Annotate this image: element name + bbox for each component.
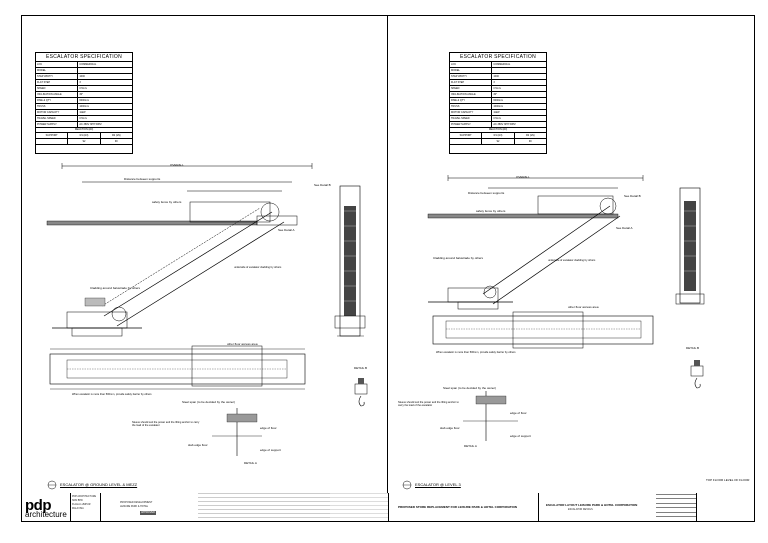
detail-b-label: DETAIL B (354, 366, 368, 370)
notes-text: Sleeve should suit the power and the lif… (398, 401, 459, 407)
detail-a-label: DETAIL A (244, 461, 257, 465)
pdp-logo: pdp (25, 497, 52, 514)
edge-floor-label: edge of floor (510, 411, 527, 415)
escalator-drawing-right (402, 175, 705, 490)
other-floor-label: other floor access area (227, 342, 258, 346)
overall-dim-label: OVERALL (516, 175, 530, 179)
see-detail-a-label: See Detail A (616, 226, 633, 230)
spec-table-title: ESCALATOR SPECIFICATION (450, 53, 546, 62)
logo-cell: pdp architecture (22, 493, 71, 521)
between-supports-label: Distance between supports (468, 191, 505, 195)
notes-cell (330, 493, 389, 521)
other-floor-label: other floor access area (568, 305, 599, 309)
sheet-number-cell (696, 493, 753, 521)
drawing-title: ESCALATOR LAYOUT LEISURE PARK & HOTEL CO… (546, 503, 638, 507)
see-detail-b-label: See Detail B (314, 183, 331, 187)
reaction-header: REACTION (kN) (36, 128, 132, 133)
between-supports-label: Distance between supports (124, 177, 161, 181)
project-cell: PROPOSED DEVELOPMENT LEISURE PARK & HOTE… (100, 493, 199, 521)
when-span-label: When escalator is more than 500mm, provi… (436, 351, 516, 354)
underside-label: underside of escalator cladding by other… (548, 259, 596, 262)
steel-span-label: Steel span (to be decided by the owner) (443, 386, 497, 390)
revision-cell-2 (242, 493, 287, 521)
approved-stamp: APPROVED (140, 511, 156, 515)
detail-b-label: DETAIL B (686, 346, 700, 350)
title-block: pdp architecture PDP ARCHITECTURE SDN BH… (21, 493, 755, 522)
see-detail-a-label: See Detail A (278, 228, 295, 232)
overall-dim-label: OVERALL (170, 163, 184, 167)
slab-edge-label: slab edge floor (440, 426, 460, 430)
safety-fence-label: safety fence by others (152, 200, 182, 204)
detail-a-label: DETAIL A (464, 444, 477, 448)
pdp-logo-sub: architecture (25, 510, 67, 519)
drawing-caption-right: ESCALATOR @ LEVEL 3 (415, 482, 461, 487)
underside-label: underside of escalator cladding by other… (234, 266, 282, 269)
firm-cell: PDP ARCHITECTURE SDN BHD KUALA LUMPUR MA… (70, 493, 101, 521)
escalator-drawing-left (46, 163, 368, 490)
steel-span-label: Steel span (to be decided by the owner) (182, 400, 236, 404)
reaction-header: REACTION (kN) (450, 128, 546, 133)
cladding-label: Cladding around balustrade by others (90, 286, 141, 290)
cladding-label: Cladding around balustrade by others (433, 256, 484, 260)
safety-fence-label: safety fence by others (476, 209, 506, 213)
notes-text: Sleeve should suit the power and the lif… (132, 421, 200, 427)
spec-row: MODEL (36, 68, 132, 74)
project-title: PROPOSED STORE REPLACEMENT FOR LEISURE P… (398, 505, 517, 509)
edge-support-label: edge of support (260, 448, 281, 452)
floor-level-label: TOP FLOOR LEVEL OF FLOOR (706, 478, 750, 482)
slab-edge-label: slab edge floor (188, 443, 208, 447)
drawing-title-cell: ESCALATOR LAYOUT LEISURE PARK & HOTEL CO… (538, 493, 657, 521)
spec-table-title: ESCALATOR SPECIFICATION (36, 53, 132, 62)
revision-cell-3 (286, 493, 331, 521)
sheet-info-cell (656, 493, 697, 521)
spec-row: MODEL (450, 68, 546, 74)
drawing-caption-left: ESCALATOR @ GROUND LEVEL & MEZZ (60, 482, 138, 487)
edge-floor-label: edge of floor (260, 426, 277, 430)
project-title-cell: PROPOSED STORE REPLACEMENT FOR LEISURE P… (388, 493, 539, 521)
drawing-subtitle: ESCALATOR DETAILS (568, 508, 593, 511)
revision-cell-1 (198, 493, 243, 521)
see-detail-b-label: See Detail B (624, 194, 641, 198)
when-span-label: When escalator is more than 500mm, provi… (72, 393, 152, 396)
edge-support-label: edge of support (510, 434, 531, 438)
